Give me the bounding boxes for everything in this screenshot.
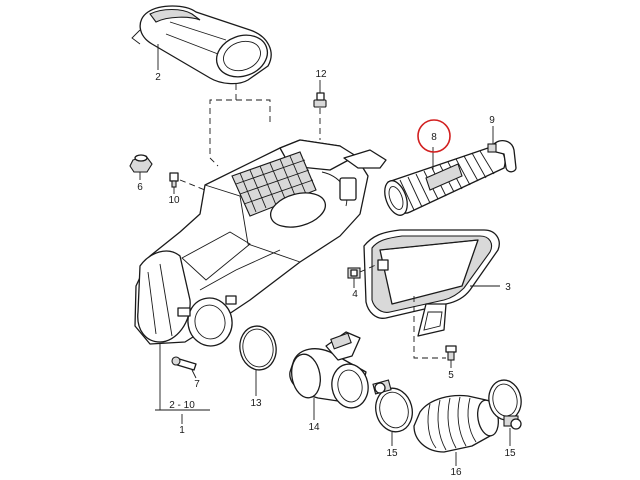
callout-6: 6 <box>137 182 143 193</box>
group-label: 2 - 10 <box>169 400 195 411</box>
callout-13: 13 <box>250 398 262 409</box>
assembly-guide-dashed <box>179 179 206 191</box>
callout-16: 16 <box>450 467 462 478</box>
assembly-guide-dashed <box>359 263 379 273</box>
bracket-clip-part-9 <box>487 126 517 173</box>
callout-3: 3 <box>505 282 511 293</box>
filter-element-part-8 <box>384 146 506 216</box>
callout-7: 7 <box>194 379 200 390</box>
screw-part-5 <box>445 345 457 368</box>
intake-duct-part <box>131 5 272 85</box>
assembly-guide-dashed <box>413 296 446 359</box>
rubber-boot-part-16 <box>413 394 499 466</box>
nut-part-4 <box>347 267 361 288</box>
callout-4: 4 <box>352 289 358 300</box>
housing-cover-part-3 <box>363 229 500 337</box>
mesh-grid <box>235 155 314 213</box>
callout-15-left: 15 <box>386 448 398 459</box>
air-filter-housing <box>134 139 387 347</box>
assembly-guide-dashed <box>209 84 237 167</box>
callout-14: 14 <box>308 422 320 433</box>
callout-2: 2 <box>155 72 161 83</box>
group-bracket <box>155 344 210 424</box>
grommet-part-6 <box>129 154 153 180</box>
clip-part-10 <box>169 172 179 194</box>
air-mass-sensor-part-14 <box>289 331 369 420</box>
callout-15-right: 15 <box>504 448 516 459</box>
assembly-guide-dashed <box>236 99 271 124</box>
o-ring-part-13 <box>239 325 277 396</box>
bolt-part-12 <box>313 80 327 108</box>
highlight-circle <box>417 119 451 153</box>
hose-clamp-part-15-left <box>372 379 413 446</box>
callout-10: 10 <box>168 195 180 206</box>
boot-ribs <box>427 396 477 451</box>
hose-clamp-part-15-right <box>488 379 522 446</box>
callout-12: 12 <box>315 69 327 80</box>
callout-1: 1 <box>179 425 185 436</box>
pin-part-7 <box>171 356 197 379</box>
callout-8: 8 <box>431 132 437 143</box>
callout-9: 9 <box>489 115 495 126</box>
callout-5: 5 <box>448 370 454 381</box>
